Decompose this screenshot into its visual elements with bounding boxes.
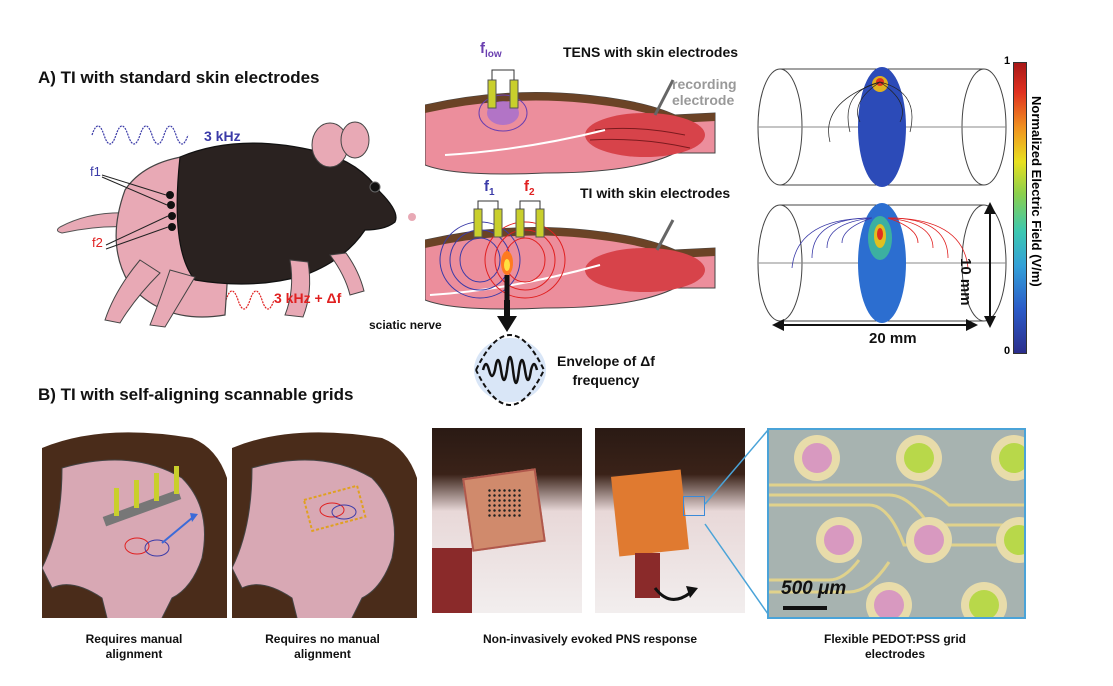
no-manual-alignment-illustration bbox=[232, 432, 417, 618]
dim-10mm: 10 mm bbox=[957, 258, 974, 306]
photo-grid-on-leg bbox=[432, 428, 582, 613]
label-3khz-df: 3 kHz + Δf bbox=[274, 290, 342, 306]
caption-pedot-grid: Flexible PEDOT:PSS grid electrodes bbox=[823, 632, 967, 661]
scale-bar-label: 500 μm bbox=[781, 578, 847, 599]
colorbar-max: 1 bbox=[1004, 55, 1011, 67]
tens-title: TENS with skin electrodes bbox=[563, 44, 739, 60]
colorbar bbox=[1013, 62, 1027, 354]
manual-alignment-illustration bbox=[42, 432, 227, 618]
micrograph-inset: 500 μm bbox=[767, 428, 1026, 619]
label-f2: f2 bbox=[92, 235, 103, 250]
mouse-illustration bbox=[56, 121, 416, 328]
field-sim-ti bbox=[757, 203, 1007, 323]
caption-pns-response: Non-invasively evoked PNS response bbox=[482, 632, 698, 646]
flow-label: flow bbox=[480, 40, 502, 60]
envelope-label: Envelope of Δf frequency bbox=[557, 353, 655, 388]
field-sim-tens bbox=[757, 67, 1007, 187]
f2-label: f2 bbox=[524, 178, 535, 198]
panel-a-title: A) TI with standard skin electrodes bbox=[38, 68, 320, 87]
caption-no-manual: Requires no manual alignment bbox=[265, 632, 380, 661]
f1-label: f1 bbox=[484, 178, 495, 198]
down-arrow-icon bbox=[497, 300, 517, 332]
curved-arrow-icon bbox=[653, 586, 698, 601]
photo-evoked-response bbox=[595, 428, 745, 613]
ti-title: TI with skin electrodes bbox=[580, 185, 731, 201]
caption-manual: Requires manual alignment bbox=[85, 632, 183, 661]
sciatic-nerve-label: sciatic nerve bbox=[369, 318, 442, 332]
envelope-icon bbox=[474, 334, 546, 406]
colorbar-min: 0 bbox=[1004, 345, 1011, 357]
panel-b-title: B) TI with self-aligning scannable grids bbox=[38, 385, 354, 404]
recording-electrode-label: recording electrode bbox=[672, 76, 737, 108]
label-3khz: 3 kHz bbox=[204, 128, 241, 144]
wave-3khz bbox=[91, 125, 189, 145]
ti-diagram bbox=[425, 200, 716, 310]
dimension-arrows bbox=[772, 202, 996, 331]
colorbar-label: Normalized Electric Field (V/m) bbox=[1029, 96, 1044, 287]
dim-20mm: 20 mm bbox=[869, 330, 917, 347]
tens-diagram bbox=[425, 69, 716, 175]
label-f1: f1 bbox=[90, 164, 101, 179]
zoom-lines bbox=[704, 429, 769, 615]
